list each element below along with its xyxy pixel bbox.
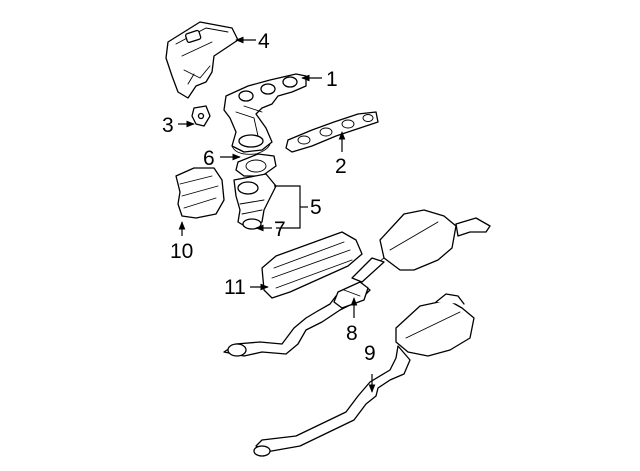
exhaust-manifold-part	[223, 73, 307, 155]
callout-7: 7	[274, 218, 286, 241]
callout-8: 8	[346, 322, 358, 345]
callout-5: 5	[310, 196, 322, 219]
catalytic-converter-part	[233, 173, 277, 230]
lower-heat-shield-part	[175, 167, 225, 219]
callout-10: 10	[170, 240, 193, 263]
callout-11: 11	[224, 276, 246, 299]
callout-1: 1	[326, 68, 338, 91]
bracket-part	[191, 105, 211, 127]
floor-heat-shield-part	[261, 231, 363, 299]
converter-gasket-part	[235, 153, 277, 177]
callout-9: 9	[364, 342, 376, 365]
callout-labels: 4 1 3 2 6 5 7 10 11 8 9	[162, 30, 376, 365]
manifold-gasket-part	[285, 111, 379, 153]
callout-6: 6	[203, 147, 215, 170]
front-pipe-part	[223, 281, 371, 357]
rear-muffler-part	[253, 293, 475, 457]
center-muffler-part	[351, 209, 491, 283]
leader-lines	[178, 36, 376, 393]
callout-2: 2	[335, 155, 347, 178]
upper-heat-shield-part	[165, 21, 239, 99]
callout-3: 3	[162, 114, 174, 137]
callout-4: 4	[258, 30, 270, 53]
